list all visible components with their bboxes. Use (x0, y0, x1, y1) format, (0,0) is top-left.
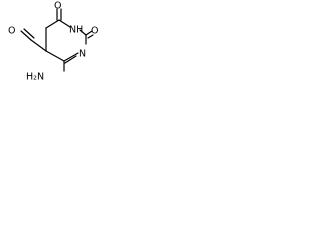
bond-cho-o-double-a (20, 30, 32, 41)
bond-n1-c2 (79, 29, 87, 36)
bond-c5-cho (30, 39, 47, 52)
bond-c5-c6 (45, 19, 60, 29)
bond-cho-o-double-b (23, 28, 35, 39)
bond-c6-n1 (58, 19, 71, 28)
bond-c2-o-double-a (85, 30, 93, 36)
atom-label-o-right: O (91, 26, 98, 37)
bond-n3-c4-double (64, 55, 77, 64)
atom-label-nh-ring: NH (69, 25, 83, 36)
bond-c4-c5 (45, 50, 65, 62)
atom-label-n-ring: N (79, 49, 86, 60)
atom-label-o-aldehyde: O (8, 26, 15, 37)
atom-label-nh2: H₂N (26, 72, 44, 83)
atom-label-o-top: O (54, 1, 61, 12)
bond-n3-c4 (63, 52, 79, 62)
chemical-structure: O NH O N O H₂N (8, 1, 98, 83)
bond-c2-o-double-b (87, 34, 94, 39)
